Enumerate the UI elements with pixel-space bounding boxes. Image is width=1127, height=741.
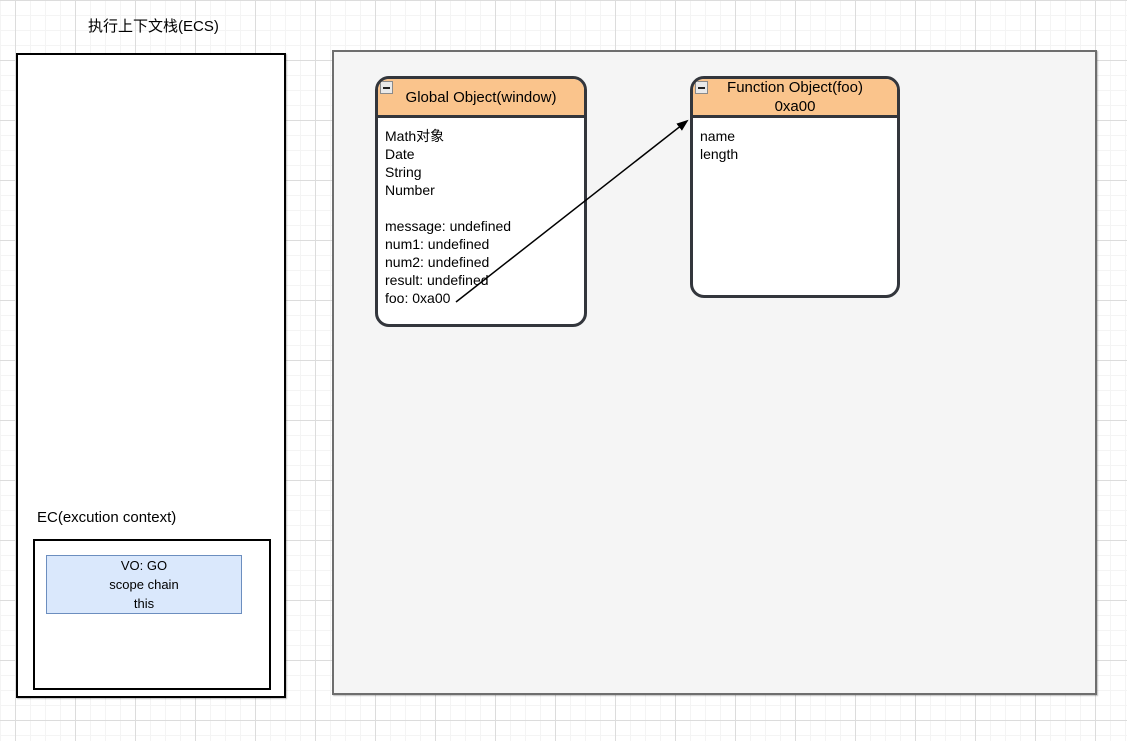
global-object-title: Global Object(window) [405,88,557,106]
diagram-title: 执行上下文栈(ECS) [88,18,219,35]
function-object-node[interactable]: Function Object(foo) 0xa00 name length [690,76,900,298]
ec-label: EC(excution context) [37,509,177,526]
vo-line: VO: GO [120,558,168,573]
property-line [385,199,580,217]
vo-line: this [133,596,155,611]
property-line: message: undefined [385,218,512,234]
function-object-header: Function Object(foo) 0xa00 [693,79,897,118]
property-line: Number [385,182,435,198]
property-line: String [385,164,422,180]
function-object-address: 0xa00 [774,98,816,115]
minus-glyph [698,86,705,89]
property-line: result: undefined [385,272,489,288]
property-line: length [700,146,739,162]
property-line: num1: undefined [385,236,490,252]
vo-line: scope chain [109,577,179,592]
vo-box[interactable]: VO: GO scope chain this [46,555,242,614]
function-object-title: Function Object(foo) [727,79,863,96]
collapse-minus-icon[interactable] [380,81,393,94]
minus-glyph [383,86,390,89]
property-line: name [700,128,736,144]
property-line: foo: 0xa00 [385,290,451,306]
property-line: Math对象 [385,128,445,144]
function-object-body: name length [693,118,897,163]
property-line: Date [385,146,415,162]
global-object-header: Global Object(window) [378,79,584,118]
property-line: num2: undefined [385,254,490,270]
collapse-minus-icon[interactable] [695,81,708,94]
